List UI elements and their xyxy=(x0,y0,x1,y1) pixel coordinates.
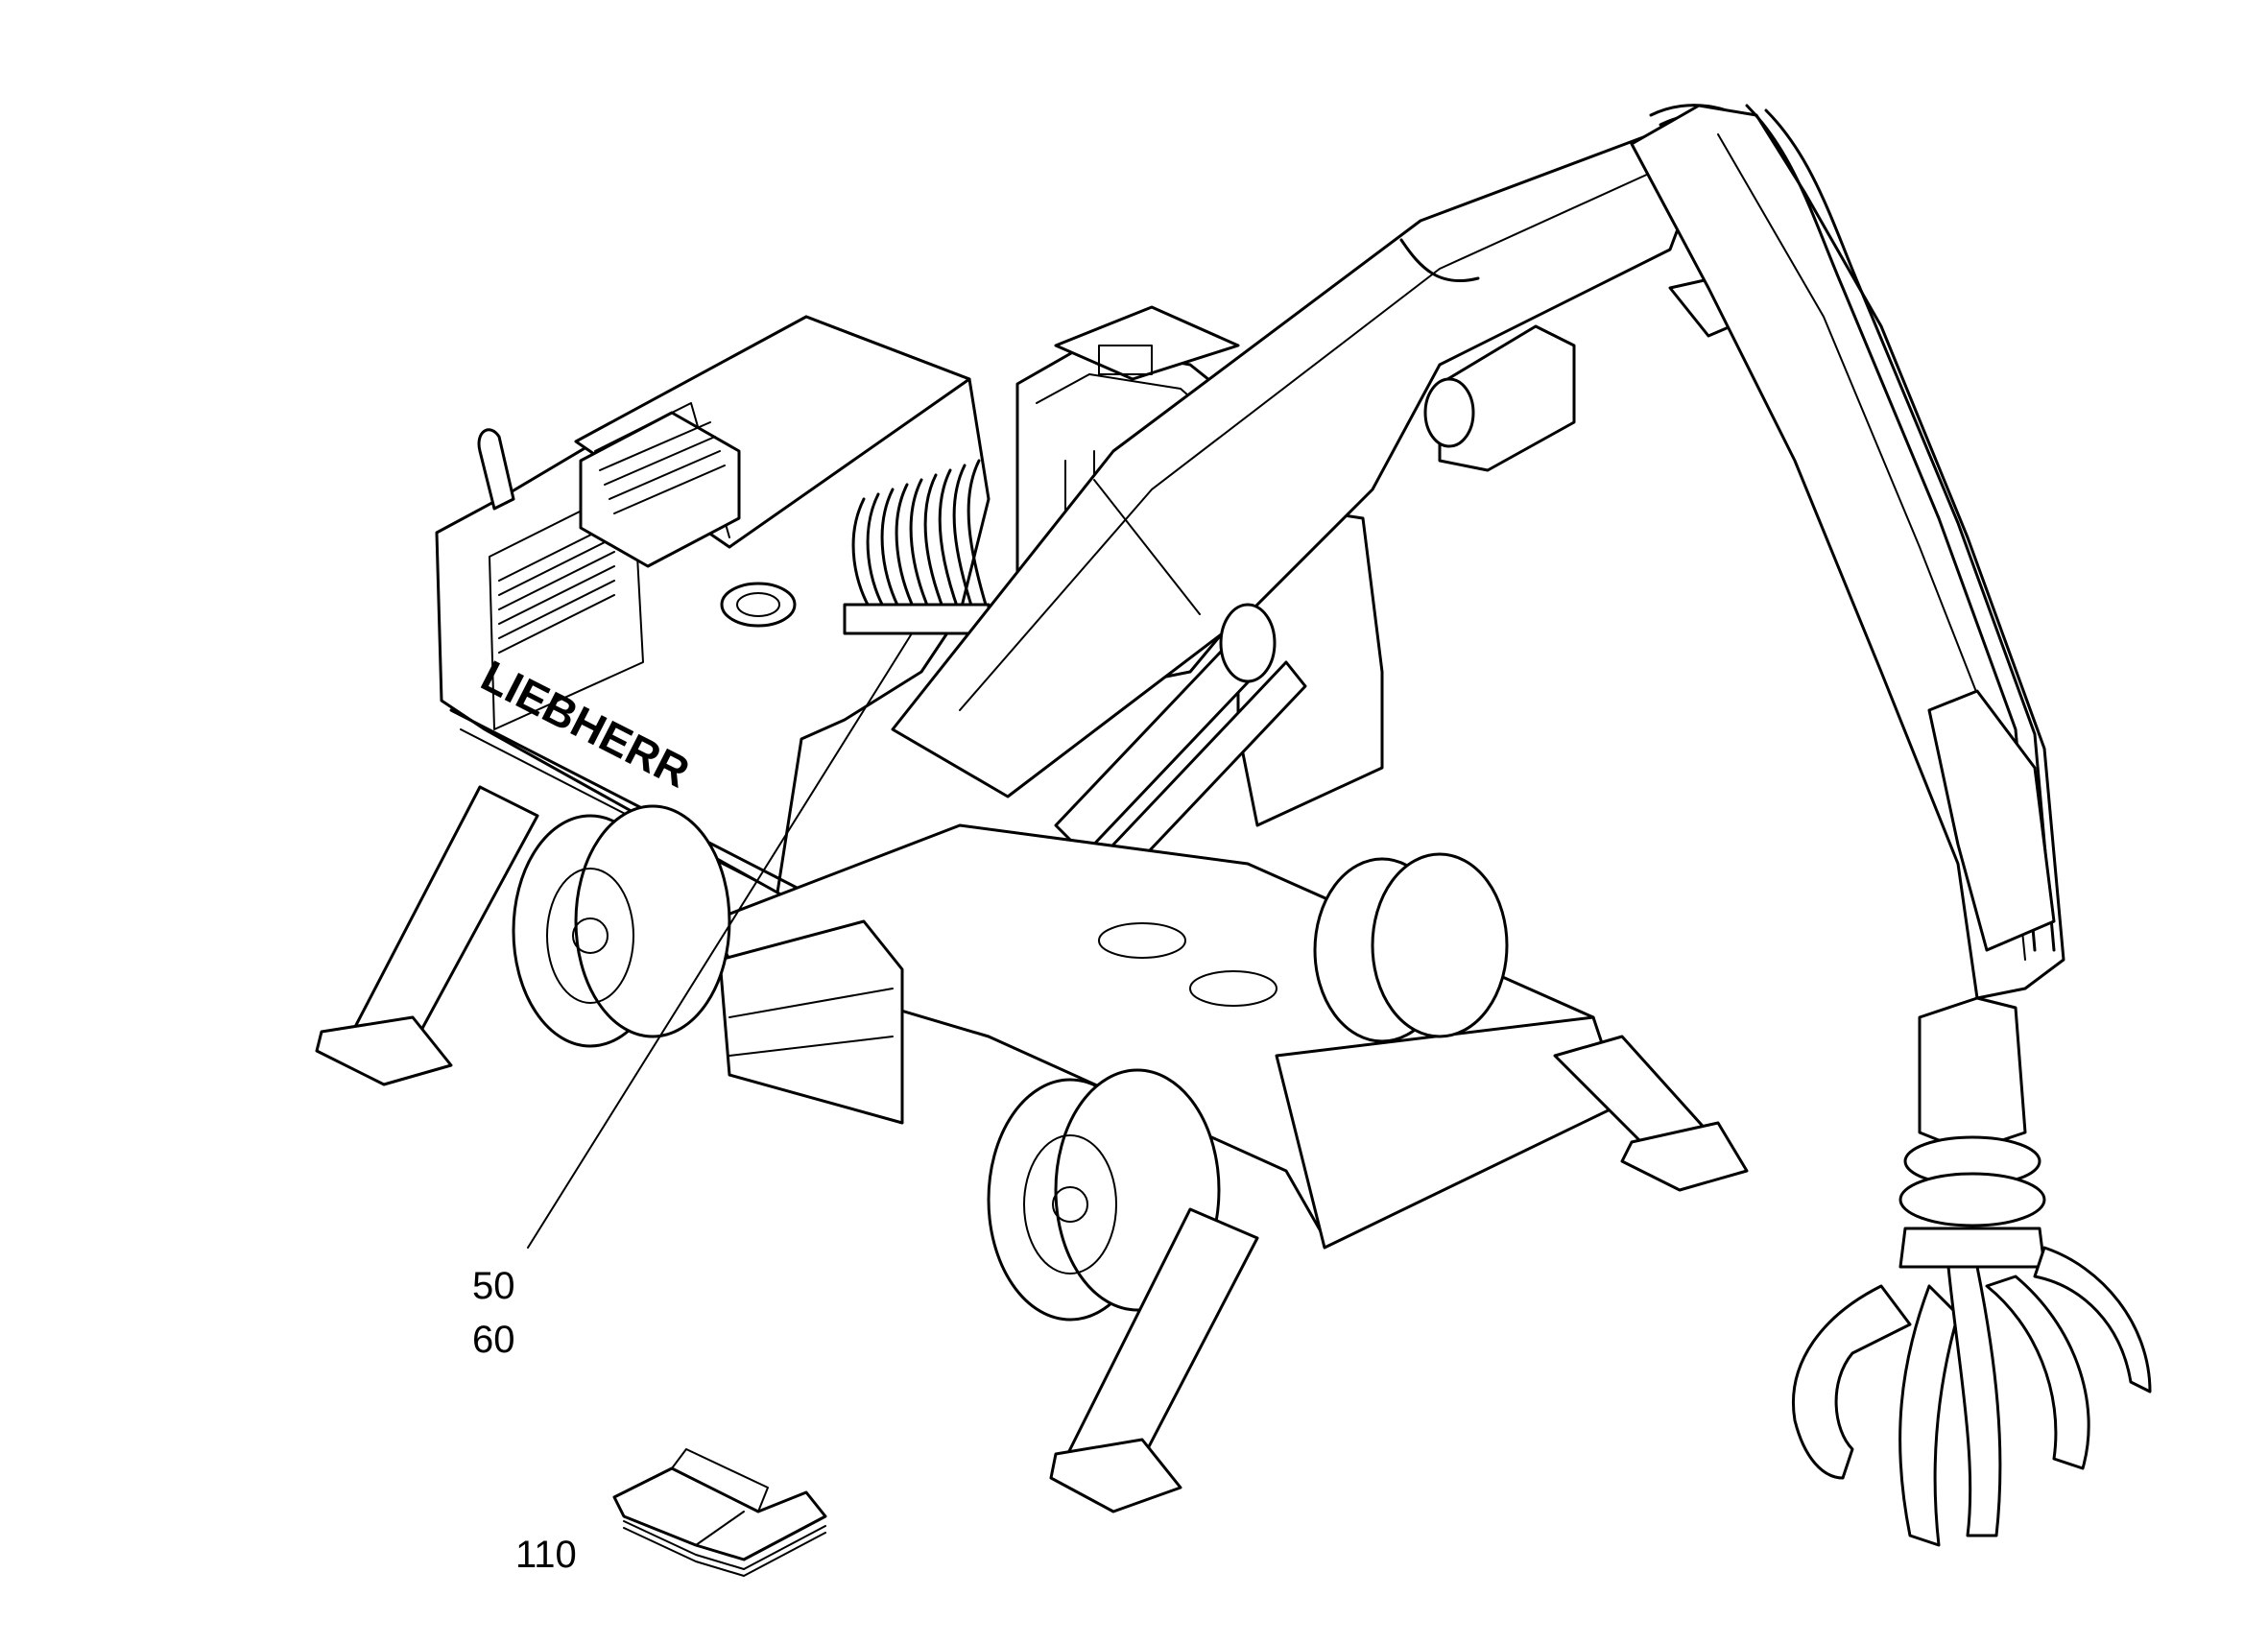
wheel-rear-right xyxy=(1313,852,1509,1043)
hydraulic-hose-bundle xyxy=(843,459,991,635)
manual-book-icon xyxy=(612,1448,827,1577)
outrigger-right xyxy=(1553,1035,1749,1192)
callout-label: 50 xyxy=(472,1265,515,1307)
engine-vent xyxy=(498,522,615,654)
stick-arm xyxy=(1630,104,2065,1000)
engine-housing: LIEBHERR xyxy=(435,315,991,908)
outrigger-rear xyxy=(315,785,539,1086)
leader-line xyxy=(527,632,913,1249)
callout-label: 60 xyxy=(472,1319,515,1361)
wheel-rear-left xyxy=(512,804,731,1048)
callout-label: 110 xyxy=(515,1534,577,1576)
grapple xyxy=(1792,996,2152,1547)
outrigger-front xyxy=(1049,1207,1259,1513)
